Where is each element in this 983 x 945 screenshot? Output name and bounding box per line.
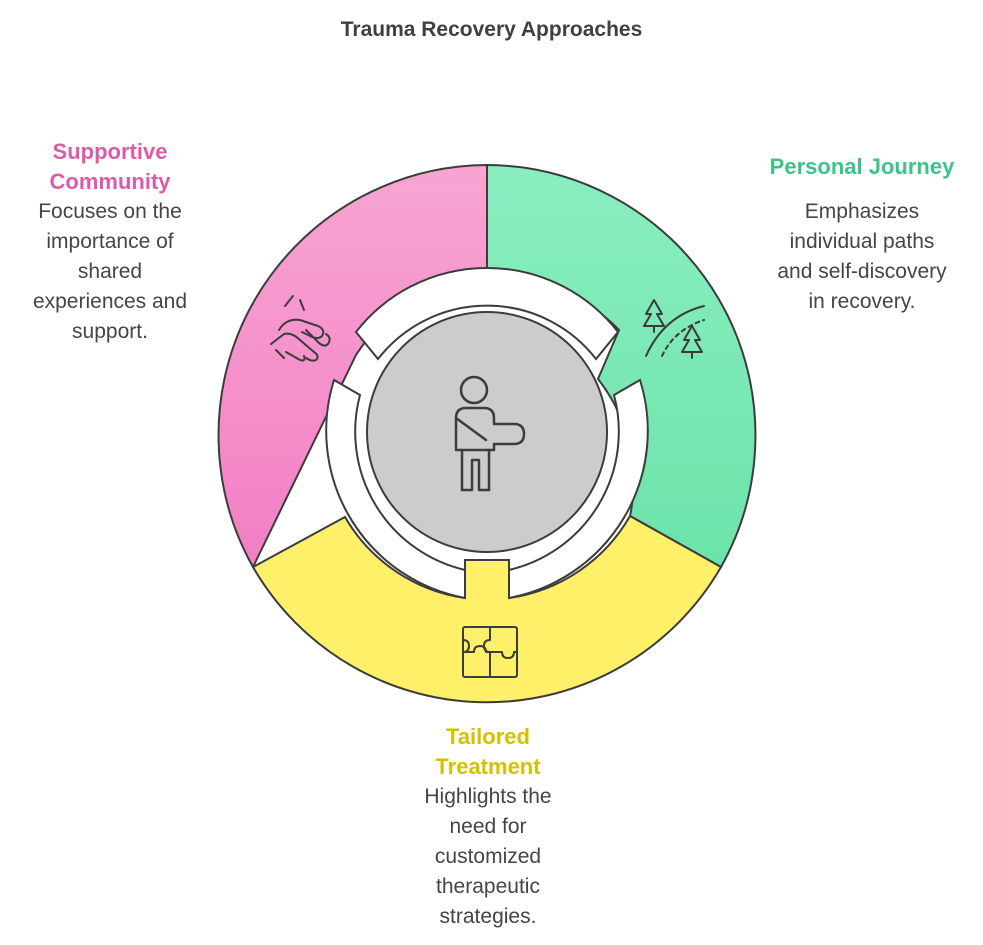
inner-arc-right [508, 378, 649, 600]
description-line: customized [434, 845, 542, 868]
description-line: importance of [46, 230, 174, 253]
description-line: in recovery. [808, 290, 916, 313]
diagram-title: Trauma Recovery Approaches [340, 18, 643, 41]
helping-hands-icon [270, 295, 331, 362]
tailored-treatment-heading: Tailored Treatment [408, 722, 568, 782]
personal-journey-heading: Personal Journey [769, 154, 955, 179]
supportive-community-description: Focuses on the importance of shared expe… [0, 197, 220, 347]
puzzle-pieces-icon [462, 626, 518, 678]
description-line: need for [449, 815, 527, 838]
description-line: support. [72, 320, 148, 343]
tailored-heading-line-2: Treatment [435, 754, 541, 779]
personal-journey-description: Emphasizes individual paths and self-dis… [752, 197, 972, 317]
tailored-heading-line-1: Tailored [446, 724, 530, 749]
description-line: therapeutic [436, 875, 540, 898]
description-line: individual paths [789, 230, 935, 253]
inner-arc-left [325, 378, 466, 600]
description-line: shared [77, 260, 143, 283]
injured-person-icon [454, 375, 526, 492]
forest-path-icon [643, 299, 705, 359]
supportive-heading-line-2: Community [49, 169, 171, 194]
supportive-community-heading: Supportive Community [30, 137, 190, 197]
description-line: Emphasizes [804, 200, 920, 223]
description-line: and self-discovery [777, 260, 947, 283]
description-line: Highlights the [424, 785, 552, 808]
description-line: strategies. [439, 905, 537, 928]
tailored-treatment-description: Highlights the need for customized thera… [378, 782, 598, 932]
description-line: Focuses on the [38, 200, 182, 223]
description-line: experiences and [32, 290, 188, 313]
inner-arc-top [354, 267, 620, 361]
center-circle [366, 311, 608, 553]
supportive-heading-line-1: Supportive [52, 139, 168, 164]
